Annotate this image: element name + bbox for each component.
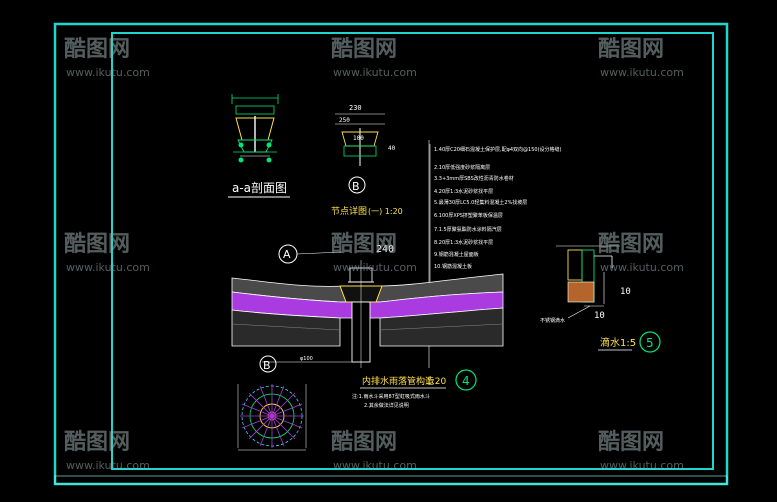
drip-number-circle: [639, 331, 661, 353]
svg-text:酷图网: 酷图网: [598, 232, 664, 257]
svg-text:酷图网: 酷图网: [598, 430, 664, 455]
svg-text:www.ikutu.com: www.ikutu.com: [66, 459, 150, 472]
note-5: 5.最薄30厚LC5.0轻集料混凝土2%找坡层: [434, 199, 527, 206]
note-3: 3.3+3mm厚SBS改性沥青防水卷材: [434, 175, 514, 182]
marker-b2-circle: [259, 355, 277, 373]
marker-b2-label: B: [263, 359, 271, 372]
watermark-tile: 酷图网 www.ikutu.com: [64, 37, 150, 79]
svg-text:www.ikutu.com: www.ikutu.com: [66, 261, 150, 274]
notes-block: 1.40厚C20细石混凝土保护层,配φ4双向@150(设分格缝) 2.10厚低强…: [429, 144, 562, 284]
svg-text:酷图网: 酷图网: [331, 37, 397, 62]
main-detail-title: 内排水雨落管构造: [362, 375, 434, 387]
note-4: 4.20厚1:3水泥砂浆找平层: [434, 188, 493, 195]
note-6: 6.100厚XPS挤塑聚苯板保温层: [434, 212, 503, 219]
svg-text:酷图网: 酷图网: [64, 37, 130, 62]
section-a-title: a-a剖面图: [232, 181, 287, 195]
dim-10b-label: 10: [594, 311, 605, 321]
watermark-grid: 酷图网 www.ikutu.com 酷图网 www.ikutu.com 酷图网 …: [64, 37, 684, 472]
section-a-detail: [231, 94, 279, 163]
note-1: 1.40厚C20细石混凝土保护层,配φ4双向@150(设分格缝): [434, 146, 562, 153]
note-9: 9.钢筋混凝土屋面板: [434, 251, 479, 258]
svg-text:酷图网: 酷图网: [331, 430, 397, 455]
footnote-1: 注:1.雨水斗采用87型虹吸式雨水斗: [352, 393, 430, 400]
node-detail-label: 节点详图: [331, 205, 367, 217]
marker-b-circle: [348, 176, 366, 194]
dim-top-label: 250: [339, 117, 350, 124]
note-7: 7.1.5厚聚氨酯防水涂料隔汽层: [434, 226, 502, 233]
watermark-tile: 酷图网 www.ikutu.com: [331, 430, 417, 472]
note-2: 2.10厚低强度砂浆隔离层: [434, 164, 490, 171]
dim-10a-label: 10: [620, 287, 631, 297]
drip-title: 滴水1:5: [600, 336, 636, 349]
dim-230-label: 230: [349, 104, 362, 112]
drip-number: 5: [646, 336, 654, 350]
watermark-tile: 酷图网 www.ikutu.com: [331, 37, 417, 79]
svg-text:酷图网: 酷图网: [331, 232, 397, 257]
watermark-tile: 酷图网 www.ikutu.com: [331, 232, 417, 274]
svg-text:www.ikutu.com: www.ikutu.com: [333, 459, 417, 472]
svg-text:www.ikutu.com: www.ikutu.com: [66, 66, 150, 79]
dim-100-label: 100: [353, 135, 364, 142]
svg-text:酷图网: 酷图网: [598, 37, 664, 62]
note-10: 10.钢筋混凝土板: [434, 263, 472, 270]
svg-text:www.ikutu.com: www.ikutu.com: [333, 261, 417, 274]
drip-note: 不锈钢滴水: [540, 317, 565, 324]
svg-text:www.ikutu.com: www.ikutu.com: [600, 66, 684, 79]
watermark-tile: 酷图网 www.ikutu.com: [598, 232, 684, 274]
marker-b-label: B: [352, 180, 360, 193]
footnote-2: 2.其余做法详见说明: [364, 402, 409, 409]
svg-text:www.ikutu.com: www.ikutu.com: [600, 261, 684, 274]
main-detail-scale: 1:20: [426, 377, 446, 387]
pipe-note: φ100: [300, 356, 313, 362]
watermark-tile: 酷图网 www.ikutu.com: [598, 430, 684, 472]
watermark-tile: 酷图网 www.ikutu.com: [64, 430, 150, 472]
svg-text:酷图网: 酷图网: [64, 430, 130, 455]
frame-edge: [54, 475, 728, 485]
main-detail-number: 4: [462, 374, 470, 388]
roof-drain-section: A 240 φ100: [231, 244, 504, 368]
marker-a-label: A: [283, 248, 291, 261]
svg-text:酷图网: 酷图网: [64, 232, 130, 257]
note-8: 8.20厚1:3水泥砂浆找平层: [434, 239, 493, 246]
watermark-tile: 酷图网 www.ikutu.com: [64, 232, 150, 274]
svg-text:www.ikutu.com: www.ikutu.com: [600, 459, 684, 472]
main-detail-number-circle: [455, 369, 477, 391]
svg-text:www.ikutu.com: www.ikutu.com: [333, 66, 417, 79]
grating-plan-b: B: [237, 355, 307, 451]
dim-side-label: 40: [388, 145, 396, 152]
inner-frame: [111, 32, 714, 470]
drip-detail: 10 10 不锈钢滴水: [540, 245, 631, 324]
watermark-tile: 酷图网 www.ikutu.com: [598, 37, 684, 79]
node-detail-title: (一) 1:20: [368, 207, 403, 216]
node-detail-b: 230 250 100 40 B: [335, 104, 396, 194]
dim-240-label: 240: [376, 244, 394, 255]
